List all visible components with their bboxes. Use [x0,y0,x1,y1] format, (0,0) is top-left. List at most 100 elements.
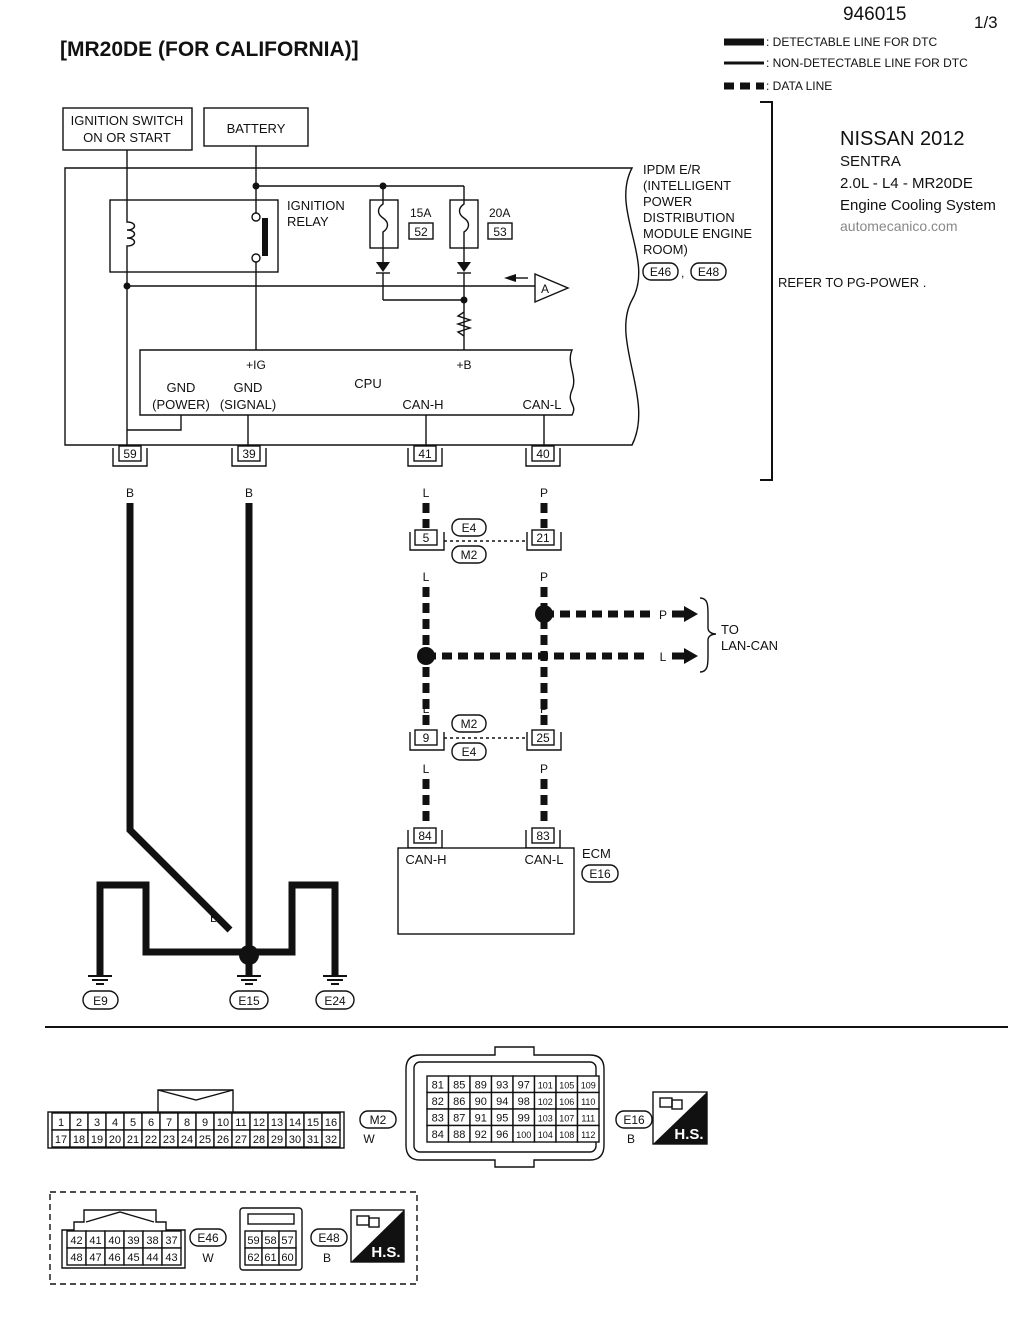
pin-label: 100 [516,1130,531,1140]
wire-color-59: B [126,486,134,500]
ground-e15-oval [229,990,269,1010]
pin-label: 106 [559,1097,574,1107]
cpu-canl: CAN-L [522,397,561,412]
ipdm-conn-e48: E48 [698,265,720,279]
hs2-label: H.S. [371,1244,400,1261]
pin-59-box [118,445,142,462]
e46-latch [85,1211,155,1223]
pin-label: 90 [475,1096,487,1108]
vehicle-system: Engine Cooling System [840,197,996,214]
pin-label: 99 [518,1113,530,1125]
lan-l-arrow [684,648,698,664]
pin-label: 26 [217,1134,229,1146]
connector-m2-name: M2 [370,1113,387,1127]
vehicle-engine: 2.0L - L4 - MR20DE [840,175,973,192]
wire-color-e24-a: B [288,914,296,928]
pin-label: 108 [559,1130,574,1140]
junction-b [460,296,468,304]
hs-icon: H.S. [652,1091,708,1145]
pin-label: 61 [264,1252,276,1264]
wire-color-41: L [423,486,430,500]
connector-m2-color: W [363,1132,375,1146]
connector-e16-color: B [627,1132,635,1146]
pin-59: 59 [123,447,137,461]
pin-39-box [237,445,261,462]
joint-connector-2: L P 9 25 M2 E4 [409,702,562,761]
pin-40: 40 [536,447,550,461]
pin-label: 14 [289,1117,301,1129]
resistor [455,311,473,337]
pin-label: 59 [247,1235,259,1247]
relay-label-2: RELAY [287,214,329,229]
pin-label: 13 [271,1117,283,1129]
pin-9-shell [409,732,445,751]
pin-21-box [531,529,555,546]
vehicle-model: SENTRA [840,153,901,170]
legend-non-detectable-label: : NON-DETECTABLE LINE FOR DTC [766,56,968,70]
pin-label: 101 [538,1081,553,1091]
wire-color-9: L [423,762,430,776]
diagram-title: [MR20DE (FOR CALIFORNIA)] [60,38,359,61]
pin-label: 47 [89,1252,101,1264]
pin-label: 8 [184,1117,190,1129]
pin-label: 40 [108,1235,120,1247]
fuse-20a-diode [457,262,471,272]
relay-contact-2 [251,253,261,263]
ground-e9-oval [82,990,119,1010]
pin-label: 29 [271,1134,283,1146]
ecm: 84 83 CAN-H CAN-L ECM E16 [397,827,619,935]
e48-latch [247,1213,295,1225]
hs-icon-border [652,1091,708,1145]
pin-39-shell [231,448,267,467]
pin-label: 11 [235,1117,246,1129]
pin-label: 12 [253,1117,265,1129]
wire-gnd-power [127,415,182,431]
pin-label: 2 [76,1117,82,1129]
vehicle-make-year: NISSAN 2012 [840,128,965,150]
pin-label: 111 [581,1114,595,1124]
pin-84-box [413,827,437,844]
relay-contact-1 [251,212,261,222]
fuse-20a-num-box [487,222,513,240]
ipdm-label-line-1: IPDM E/R [643,162,701,177]
ipdm-label-line-6: ROOM) [643,242,688,257]
pin-label: 97 [518,1080,530,1092]
wire-color-9-top: L [423,702,430,716]
joint-2-bottom: E4 [462,745,477,759]
pin-label: 1 [58,1117,64,1129]
ecm-box [397,847,575,935]
pin-label: 58 [264,1235,276,1247]
wire-color-39: B [245,486,253,500]
connector-a-arrow [504,274,516,282]
connector-e48-color: B [323,1251,331,1265]
wire-gnd-59 [126,503,233,933]
pin-cell [161,1247,182,1266]
pin-41: 41 [418,447,432,461]
ipdm-label-line-3: POWER [643,194,692,209]
pin-40-shell [525,448,561,467]
pin-label: 84 [432,1129,444,1141]
joint-2-top-oval [451,714,487,733]
pin-label: 81 [432,1080,444,1092]
pin-label: 88 [453,1129,465,1141]
pin-label: 27 [235,1134,247,1146]
ground-e24-oval [315,990,355,1010]
pin-label: 57 [281,1235,293,1247]
cpu-gnd-signal-1: GND [234,380,263,395]
pin-21-shell [526,532,562,551]
ipdm-label-line-4: DISTRIBUTION [643,210,735,225]
pin-5-box [414,529,438,546]
pin-41-box [413,445,437,462]
pin-label: 48 [70,1252,82,1264]
lan-label-1: TO [721,622,739,637]
connector-e46-color: W [202,1251,214,1265]
lan-l-color: L [660,650,667,664]
legend: : DETECTABLE LINE FOR DTC : NON-DETECTAB… [724,35,968,93]
pin-5: 5 [423,531,430,545]
ignition-switch-label-1: IGNITION SWITCH [71,113,184,128]
pin-label: 21 [127,1134,139,1146]
diagram-code: 946015 [843,4,906,25]
junction-relay [123,282,131,290]
joint-2-bottom-oval [451,742,487,761]
